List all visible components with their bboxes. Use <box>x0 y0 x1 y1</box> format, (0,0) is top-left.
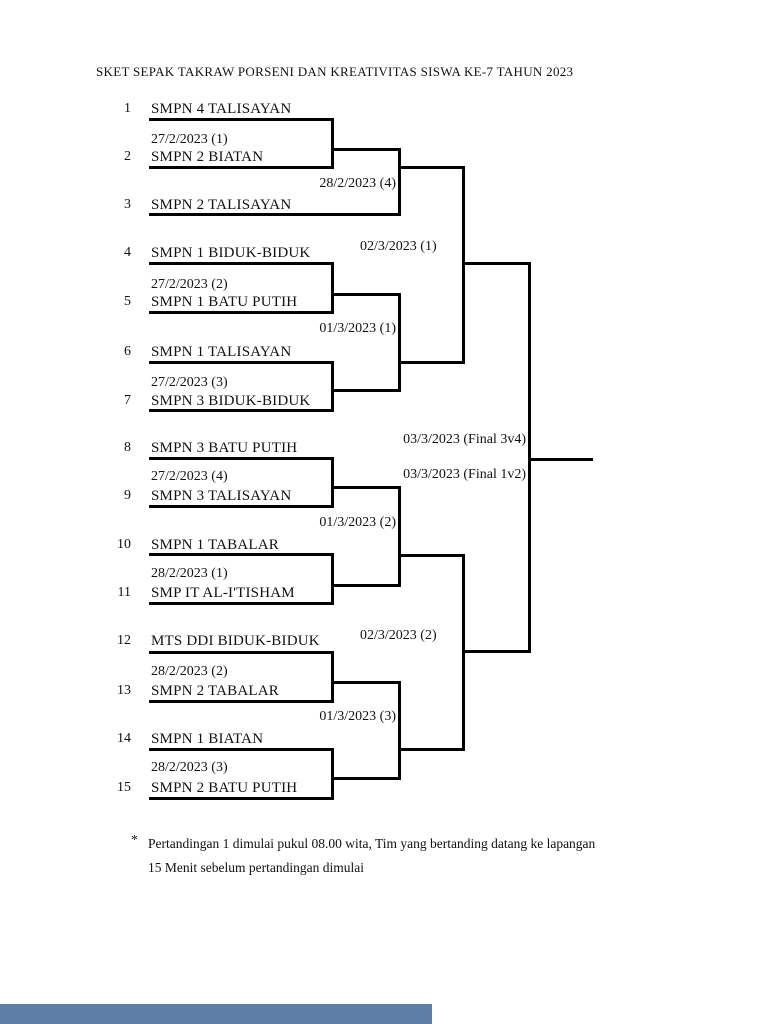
team-name-6: SMPN 1 TALISAYAN <box>151 344 292 360</box>
team-underline-7 <box>149 409 334 412</box>
bracket-connector-r2-m4 <box>398 681 401 780</box>
team-name-14: SMPN 1 BIATAN <box>151 731 264 747</box>
bracket-winner-line-r1-m2 <box>331 293 401 296</box>
footnote-line-1: Pertandingan 1 dimulai pukul 08.00 wita,… <box>148 836 596 851</box>
bracket-connector-r2-m2 <box>398 293 401 392</box>
bracket-winner-line-r1-m6 <box>331 681 401 684</box>
bracket-winner-line-r1-m1 <box>331 148 401 151</box>
bracket-connector-r2-m1 <box>398 148 401 216</box>
team-seed-10: 10 <box>117 537 131 552</box>
round1-date-label-1: 27/2/2023 (1) <box>151 132 228 147</box>
team-seed-3: 3 <box>124 197 131 212</box>
team-name-7: SMPN 3 BIDUK-BIDUK <box>151 393 311 409</box>
round1-date-label-7: 28/2/2023 (3) <box>151 760 228 775</box>
round2-date-label-4: 01/3/2023 (3) <box>319 709 396 724</box>
team-seed-4: 4 <box>124 245 131 260</box>
team-underline-3 <box>149 213 401 216</box>
team-underline-1 <box>149 118 334 121</box>
bracket-winner-line-r1-m3 <box>331 389 401 392</box>
team-underline-5 <box>149 311 334 314</box>
bracket-connector-final <box>528 262 531 653</box>
round2-date-label-3: 01/3/2023 (2) <box>319 515 396 530</box>
round1-date-label-6: 28/2/2023 (2) <box>151 664 228 679</box>
round1-date-label-4: 27/2/2023 (4) <box>151 469 228 484</box>
bracket-champion-line <box>528 458 593 461</box>
bottom-progress-bar <box>0 1004 432 1024</box>
team-underline-8 <box>149 457 334 460</box>
team-seed-9: 9 <box>124 488 131 503</box>
footnote-marker: * <box>131 832 138 847</box>
team-seed-6: 6 <box>124 344 131 359</box>
bracket-connector-r1-m3 <box>331 361 334 412</box>
bracket-winner-line-r1-m7 <box>331 777 401 780</box>
bracket-winner-line-sf2 <box>462 650 531 653</box>
team-name-12: MTS DDI BIDUK-BIDUK <box>151 633 320 649</box>
bracket-connector-r1-m7 <box>331 748 334 800</box>
bracket-winner-line-r2-m3 <box>398 554 465 557</box>
bracket-winner-line-r2-m1 <box>398 166 465 169</box>
team-underline-6 <box>149 361 334 364</box>
team-name-3: SMPN 2 TALISAYAN <box>151 197 292 213</box>
team-name-9: SMPN 3 TALISAYAN <box>151 488 292 504</box>
team-name-4: SMPN 1 BIDUK-BIDUK <box>151 245 311 261</box>
team-underline-4 <box>149 262 334 265</box>
team-seed-13: 13 <box>117 683 131 698</box>
team-underline-11 <box>149 602 334 605</box>
team-name-5: SMPN 1 BATU PUTIH <box>151 294 298 310</box>
round1-date-label-5: 28/2/2023 (1) <box>151 566 228 581</box>
bracket-connector-r2-m3 <box>398 486 401 587</box>
team-seed-14: 14 <box>117 731 131 746</box>
bracket-connector-r1-m6 <box>331 651 334 703</box>
bracket-winner-line-r2-m2 <box>398 361 465 364</box>
bracket-winner-line-sf1 <box>462 262 531 265</box>
round1-date-label-2: 27/2/2023 (2) <box>151 277 228 292</box>
team-underline-10 <box>149 553 334 556</box>
semifinal-date-label-2: 02/3/2023 (2) <box>360 628 437 643</box>
team-underline-14 <box>149 748 334 751</box>
round1-date-label-3: 27/2/2023 (3) <box>151 375 228 390</box>
team-name-10: SMPN 1 TABALAR <box>151 537 280 553</box>
team-seed-5: 5 <box>124 294 131 309</box>
bracket-winner-line-r1-m4 <box>331 486 401 489</box>
team-seed-2: 2 <box>124 149 131 164</box>
bracket-winner-line-r1-m5 <box>331 584 401 587</box>
semifinal-date-label-1: 02/3/2023 (1) <box>360 239 437 254</box>
team-underline-15 <box>149 797 334 800</box>
team-seed-8: 8 <box>124 440 131 455</box>
team-name-8: SMPN 3 BATU PUTIH <box>151 440 298 456</box>
team-name-13: SMPN 2 TABALAR <box>151 683 280 699</box>
team-underline-13 <box>149 700 334 703</box>
team-name-11: SMP IT AL-I'TISHAM <box>151 585 295 601</box>
bracket-connector-r1-m4 <box>331 457 334 508</box>
team-seed-15: 15 <box>117 780 131 795</box>
final-3v4-date-label: 03/3/2023 (Final 3v4) <box>403 432 526 447</box>
team-underline-2 <box>149 166 334 169</box>
bracket-connector-sf1 <box>462 166 465 364</box>
team-seed-7: 7 <box>124 393 131 408</box>
team-seed-11: 11 <box>117 585 131 600</box>
team-seed-12: 12 <box>117 633 131 648</box>
round2-date-label-1: 28/2/2023 (4) <box>319 176 396 191</box>
footnote: Pertandingan 1 dimulai pukul 08.00 wita,… <box>148 832 598 880</box>
team-underline-12 <box>149 651 334 654</box>
team-name-2: SMPN 2 BIATAN <box>151 149 264 165</box>
final-1v2-date-label: 03/3/2023 (Final 1v2) <box>403 467 526 482</box>
bracket-connector-r1-m1 <box>331 118 334 169</box>
round2-date-label-2: 01/3/2023 (1) <box>319 321 396 336</box>
bracket-connector-r1-m2 <box>331 262 334 314</box>
team-underline-9 <box>149 505 334 508</box>
team-name-1: SMPN 4 TALISAYAN <box>151 101 292 117</box>
team-name-15: SMPN 2 BATU PUTIH <box>151 780 298 796</box>
bracket-connector-r1-m5 <box>331 553 334 605</box>
footnote-line-2: 15 Menit sebelum pertandingan dimulai <box>148 860 364 875</box>
team-seed-1: 1 <box>124 101 131 116</box>
bracket-winner-line-r2-m4 <box>398 748 465 751</box>
page-title: SKET SEPAK TAKRAW PORSENI DAN KREATIVITA… <box>96 64 574 79</box>
